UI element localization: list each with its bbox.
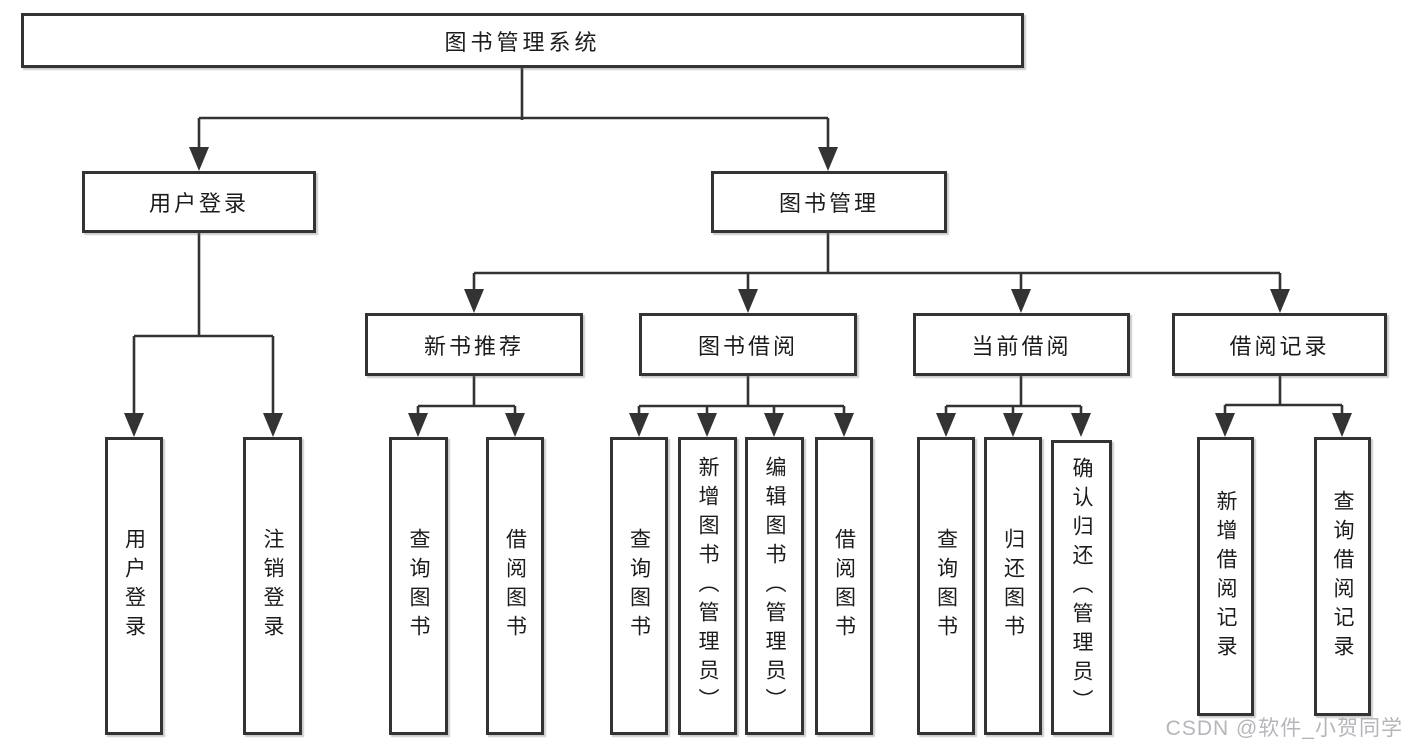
leaf-cb-return-books: 归还图书 [984,437,1042,735]
leaf-bb-query-books: 查询图书 [610,437,668,735]
leaf-logout: 注销登录 [243,437,302,735]
arrowheads [124,147,1352,437]
leaf-user-login: 用户登录 [105,437,163,735]
leaf-bb-add-books-admin: 新增图书（管理员） [678,437,737,735]
csdn-watermark: CSDN @软件_小贺同学 [1165,717,1403,740]
node-root: 图书管理系统 [21,13,1024,68]
node-book-borrowing: 图书借阅 [639,313,857,376]
leaf-cb-query-books: 查询图书 [917,437,975,735]
leaf-br-query-record: 查询借阅记录 [1314,437,1371,716]
node-new-book-recommend: 新书推荐 [365,313,583,376]
leaf-cb-confirm-return-admin: 确认归还（管理员） [1051,440,1112,735]
node-book-management: 图书管理 [711,171,947,233]
leaf-nb-query-books: 查询图书 [389,437,448,735]
node-current-borrowing: 当前借阅 [913,313,1130,376]
leaf-bb-edit-books-admin: 编辑图书（管理员） [745,437,804,735]
leaf-br-add-record: 新增借阅记录 [1197,437,1254,716]
node-user-login: 用户登录 [82,171,316,233]
node-borrowing-records: 借阅记录 [1172,313,1387,376]
leaf-bb-borrow-books: 借阅图书 [815,437,873,735]
leaf-nb-borrow-books: 借阅图书 [486,437,544,735]
